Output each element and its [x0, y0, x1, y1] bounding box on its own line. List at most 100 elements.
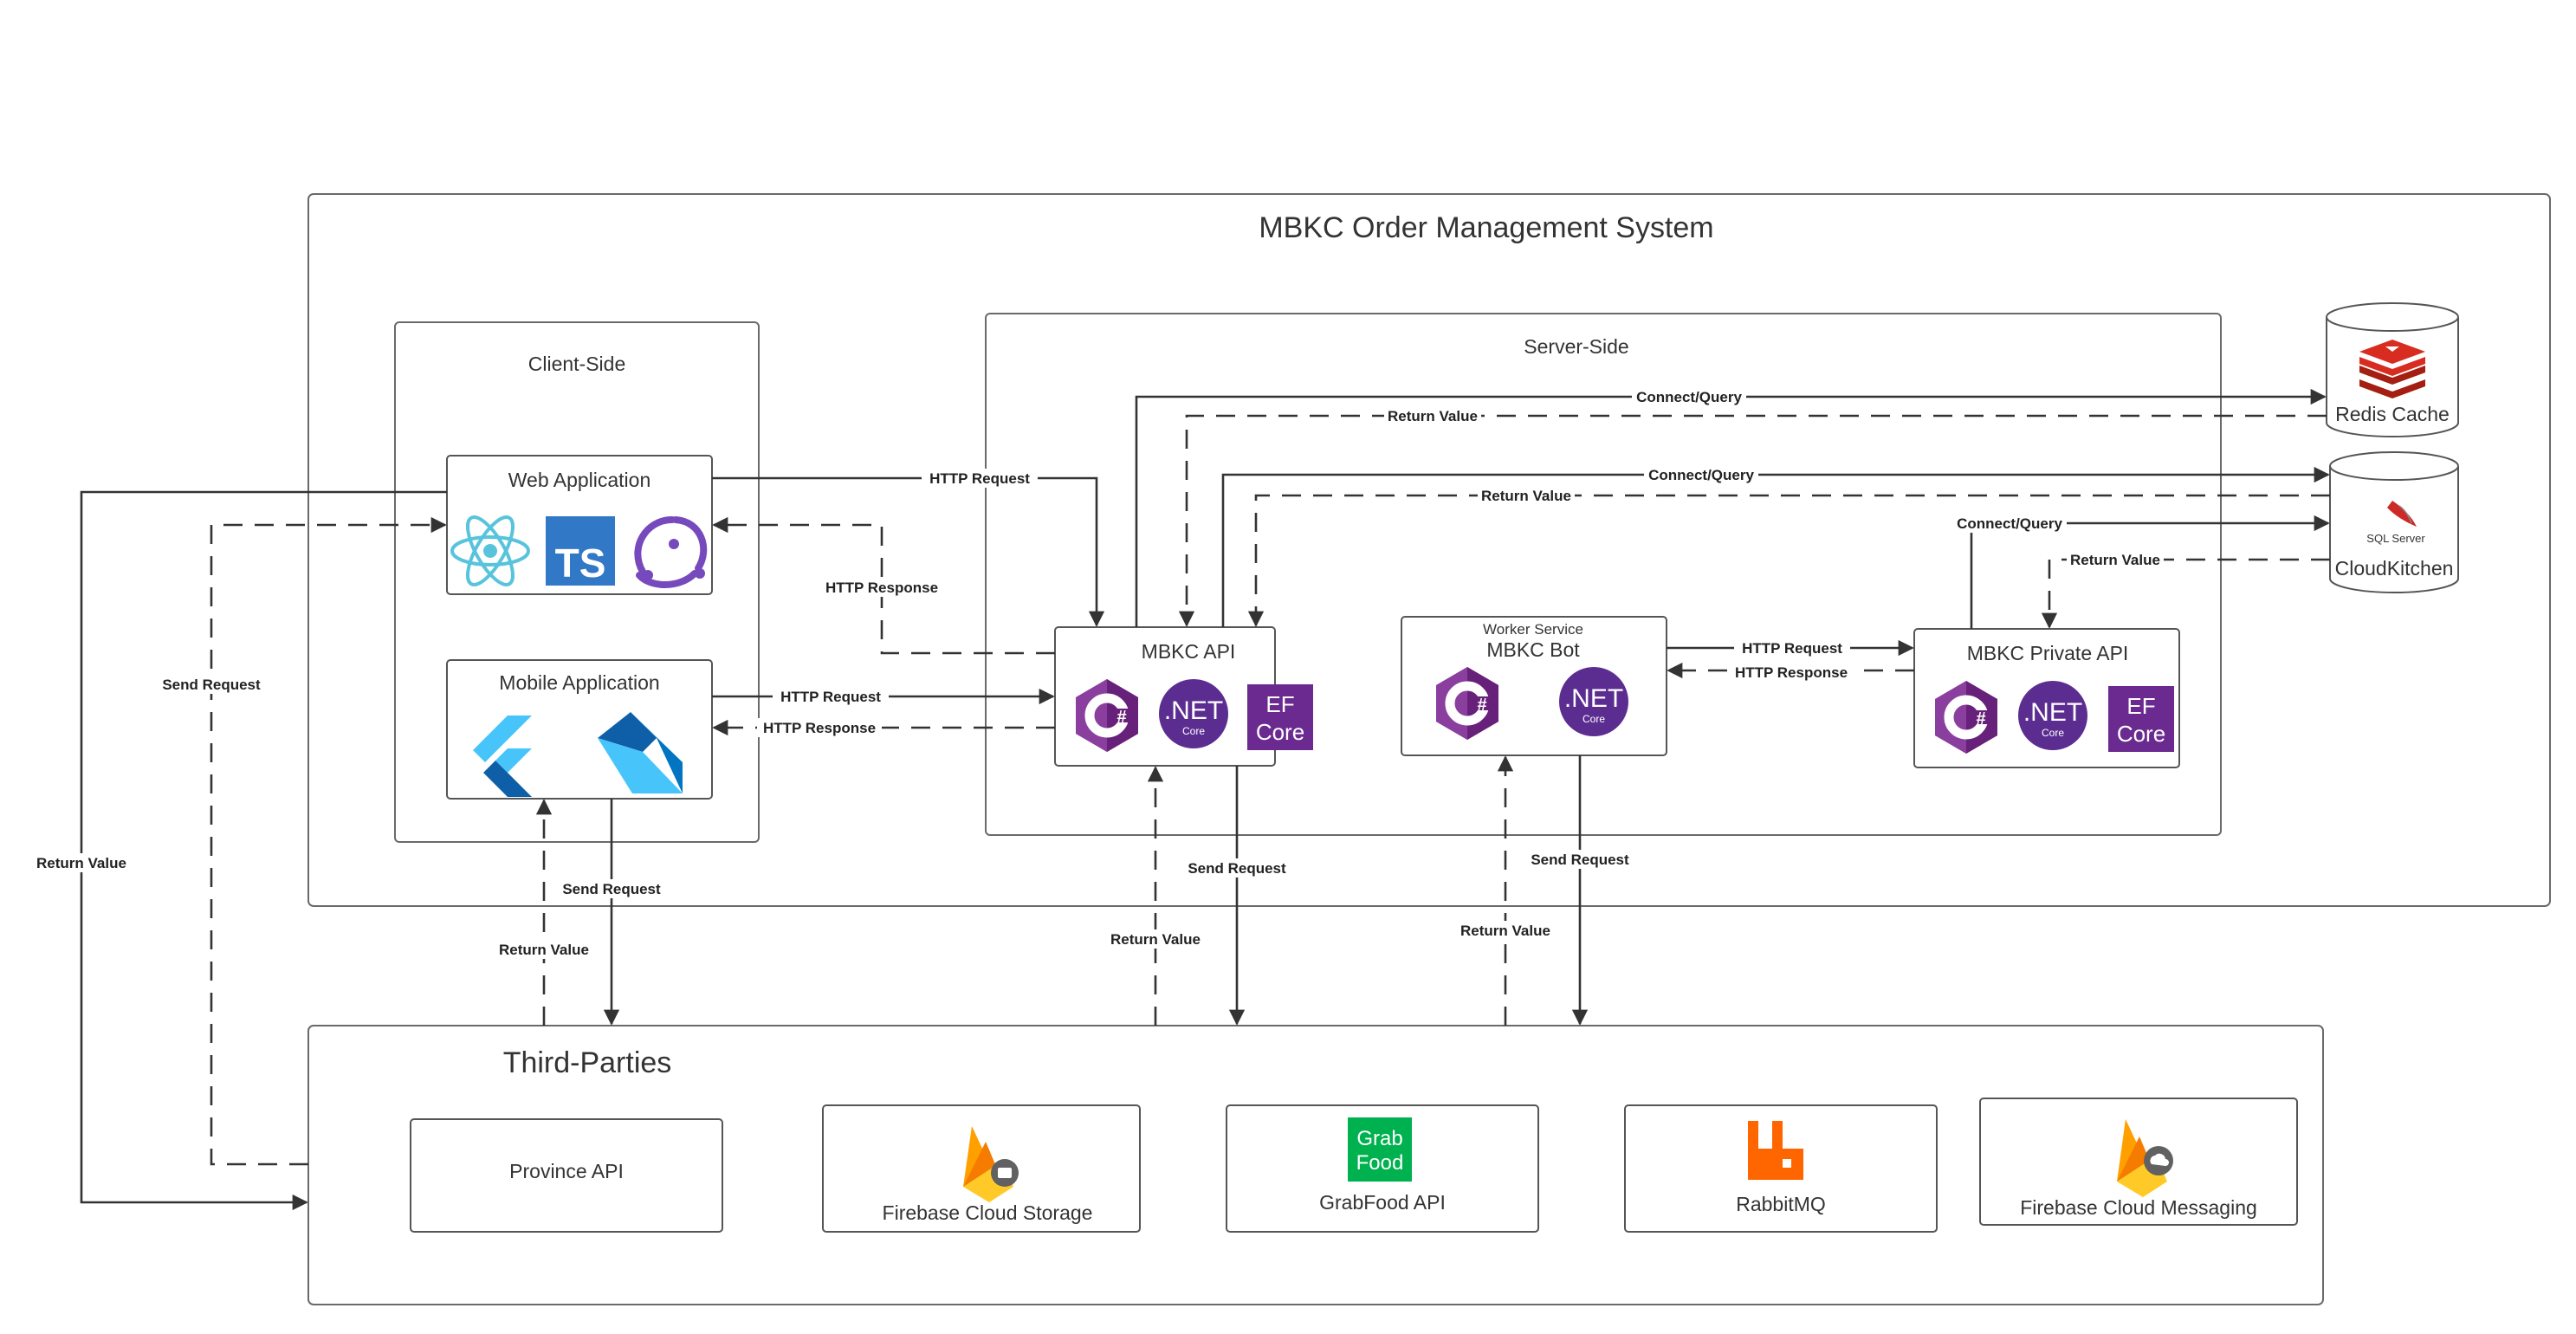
- svg-text:.NET: .NET: [1564, 684, 1623, 713]
- svg-text:.NET: .NET: [2023, 698, 2082, 727]
- firebase-cloud-storage-node[interactable]: Firebase Cloud Storage: [822, 1104, 1141, 1233]
- svg-text:HTTP Response: HTTP Response: [825, 580, 938, 596]
- rabbitmq-label: RabbitMQ: [1736, 1193, 1826, 1215]
- edge-label-return-value-cloudkitchen: Return Value: [1478, 486, 1575, 505]
- mobile-application-label: Mobile Application: [499, 671, 659, 694]
- dotnet-core-icon: .NET Core: [1159, 679, 1228, 748]
- grabfood-api-node[interactable]: Grab Food GrabFood API: [1226, 1104, 1539, 1233]
- redis-cache-label: Redis Cache: [2335, 403, 2450, 425]
- edge-label-http-response-bot: HTTP Response: [1729, 663, 1854, 682]
- svg-text:Return Value: Return Value: [36, 855, 126, 871]
- edge-label-return-value-redis: Return Value: [1384, 406, 1481, 425]
- third-parties-title: Third-Parties: [503, 1046, 672, 1079]
- edge-label-http-request-web: HTTP Request: [922, 469, 1038, 488]
- system-title: MBKC Order Management System: [1259, 211, 1713, 244]
- edge-label-connect-query-private: Connect/Query: [1952, 514, 2067, 533]
- client-side-title: Client-Side: [528, 353, 626, 375]
- svg-text:Send Request: Send Request: [162, 677, 261, 693]
- svg-text:Connect/Query: Connect/Query: [1648, 467, 1754, 483]
- firebase-cloud-messaging-node[interactable]: Firebase Cloud Messaging: [1979, 1098, 2298, 1226]
- redux-icon: [634, 516, 708, 588]
- svg-text:HTTP Response: HTTP Response: [1735, 664, 1848, 681]
- svg-text:EF: EF: [2126, 693, 2155, 719]
- svg-text:Food: Food: [1356, 1151, 1404, 1175]
- svg-text:Return Value: Return Value: [2070, 552, 2160, 568]
- edge-label-return-value-web: Return Value: [33, 853, 130, 872]
- dotnet-core-icon: .NET Core: [2018, 681, 2087, 750]
- edge-label-return-value-api: Return Value: [1107, 929, 1204, 949]
- react-icon: [450, 515, 530, 586]
- mobile-application-node[interactable]: Mobile Application: [446, 659, 713, 800]
- connector-api-to-cloudkitchen: [1221, 466, 2330, 627]
- svg-text:Core: Core: [1256, 719, 1304, 745]
- ef-core-icon: EF Core: [2108, 686, 2174, 752]
- flutter-icon: [473, 716, 532, 797]
- svg-text:Core: Core: [2042, 727, 2064, 739]
- firebase-icon: [963, 1126, 1019, 1202]
- connector-thirdparty-to-web: [210, 516, 447, 1166]
- svg-text:Return Value: Return Value: [499, 942, 589, 958]
- svg-text:Grab: Grab: [1356, 1127, 1402, 1150]
- svg-text:Core: Core: [2117, 721, 2165, 747]
- typescript-icon: TS: [546, 516, 615, 586]
- rabbitmq-node[interactable]: RabbitMQ: [1624, 1104, 1938, 1233]
- firebase-icon: [2117, 1119, 2173, 1197]
- edge-label-return-value-bot: Return Value: [1457, 921, 1554, 940]
- ef-core-icon: EF Core: [1247, 684, 1313, 750]
- grabfood-api-label: GrabFood API: [1319, 1191, 1446, 1214]
- svg-text:TS: TS: [555, 541, 606, 586]
- cloudkitchen-datastore[interactable]: SQL Server CloudKitchen: [2329, 451, 2459, 593]
- connector-api-to-redis: [1135, 388, 2327, 627]
- svg-text:Core: Core: [1182, 725, 1205, 737]
- province-api-node[interactable]: Province API: [410, 1118, 723, 1233]
- dart-icon: [598, 712, 683, 793]
- mbkc-bot-node[interactable]: Worker Service MBKC Bot .NET Core: [1401, 616, 1667, 756]
- edge-label-connect-query-cloudkitchen: Connect/Query: [1644, 465, 1758, 484]
- svg-text:HTTP Request: HTTP Request: [780, 689, 881, 705]
- province-api-label: Province API: [509, 1160, 624, 1182]
- mbkc-api-label: MBKC API: [1142, 640, 1236, 663]
- edge-label-send-request-api: Send Request: [1181, 858, 1292, 877]
- edge-label-send-request-bot: Send Request: [1524, 850, 1635, 869]
- mbkc-private-api-node[interactable]: MBKC Private API .NET Core EF Core: [1913, 628, 2180, 768]
- grabfood-icon: Grab Food: [1348, 1117, 1412, 1182]
- web-application-label: Web Application: [508, 469, 651, 491]
- connector-redis-to-api: [1178, 414, 2327, 627]
- edge-label-http-request-mobile: HTTP Request: [773, 687, 889, 706]
- worker-service-caption: Worker Service: [1483, 621, 1583, 638]
- svg-text:Send Request: Send Request: [1188, 860, 1286, 877]
- svg-text:Return Value: Return Value: [1481, 488, 1571, 504]
- edge-label-return-value-mobile: Return Value: [495, 940, 592, 959]
- rabbitmq-icon: [1748, 1121, 1803, 1180]
- svg-text:EF: EF: [1265, 691, 1294, 717]
- edge-label-http-request-bot: HTTP Request: [1734, 638, 1850, 657]
- web-application-node[interactable]: Web Application TS: [446, 455, 713, 595]
- redis-cache-datastore[interactable]: Redis Cache: [2326, 302, 2459, 437]
- connector-cloudkitchen-to-private: [2041, 558, 2330, 629]
- svg-text:Send Request: Send Request: [562, 881, 661, 897]
- edge-label-send-request-mobile: Send Request: [556, 879, 667, 898]
- svg-text:HTTP Response: HTTP Response: [763, 720, 876, 736]
- svg-text:SQL Server: SQL Server: [2366, 532, 2425, 545]
- svg-text:.NET: .NET: [1164, 696, 1223, 725]
- firebase-cloud-storage-label: Firebase Cloud Storage: [883, 1201, 1093, 1224]
- svg-text:Return Value: Return Value: [1388, 408, 1478, 424]
- sql-server-icon: SQL Server: [2366, 501, 2425, 545]
- svg-text:Connect/Query: Connect/Query: [1957, 515, 2062, 532]
- edge-label-return-value-private: Return Value: [2067, 550, 2164, 569]
- mbkc-api-node[interactable]: MBKC API .NET Core EF Core: [1054, 626, 1313, 767]
- edge-label-http-response-web: HTTP Response: [819, 578, 944, 597]
- edge-label-http-response-mobile: HTTP Response: [757, 718, 882, 737]
- svg-text:Send Request: Send Request: [1531, 852, 1629, 868]
- cloudkitchen-label: CloudKitchen: [2335, 557, 2454, 580]
- mbkc-bot-label: MBKC Bot: [1486, 638, 1580, 661]
- firebase-cloud-messaging-label: Firebase Cloud Messaging: [2020, 1196, 2257, 1219]
- svg-text:Core: Core: [1582, 713, 1605, 725]
- dotnet-core-icon: .NET Core: [1559, 667, 1628, 736]
- svg-text:HTTP Request: HTTP Request: [1742, 640, 1842, 657]
- edge-label-connect-query-redis: Connect/Query: [1632, 387, 1746, 406]
- server-side-title: Server-Side: [1524, 335, 1628, 358]
- svg-text:Connect/Query: Connect/Query: [1636, 389, 1742, 405]
- mbkc-private-api-label: MBKC Private API: [1967, 642, 2129, 664]
